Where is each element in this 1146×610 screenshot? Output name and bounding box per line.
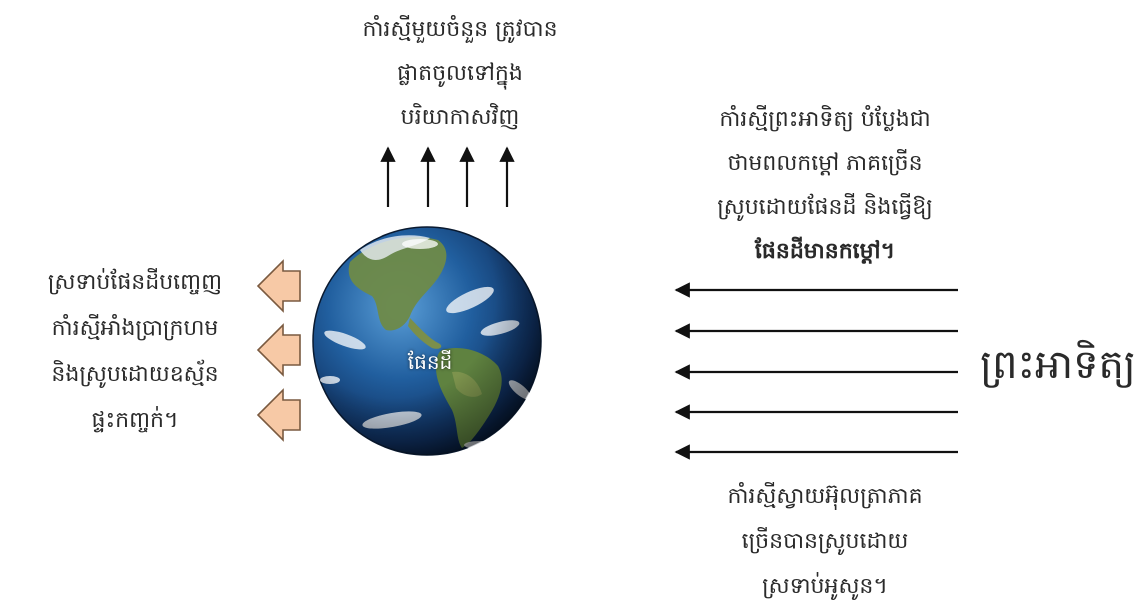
- top-text-line-3: បរិយាកាសវិញ: [400, 105, 520, 130]
- infrared-caption: ស្រទាប់ផែនដីបញ្ចេញ កាំរស្មីអាំងប្រាក្រហម…: [0, 260, 270, 444]
- reflected-rays-caption: កាំរស្មីមួយចំនួន ត្រូវបាន ផ្លាតចូលទៅក្នុ…: [300, 8, 620, 140]
- earth-globe: [312, 226, 542, 456]
- block-arrow-1: [256, 259, 301, 313]
- block-arrow-2: [256, 323, 301, 377]
- right-top-line-2: ថាមពលកម្ដៅ ភាគច្រើន: [727, 151, 923, 176]
- left-text-line-4: ផ្ទះកញ្ចក់។: [91, 408, 179, 433]
- right-top-line-3: ស្រូបដោយផែនដី និងធ្វើឱ្យ: [717, 195, 933, 220]
- reflected-ray-arrows: [380, 146, 515, 207]
- right-top-line-4: ផែនដីមានកម្ដៅ។: [754, 239, 896, 264]
- sun-ray-arrows: [674, 282, 958, 460]
- right-top-line-1: កាំរស្មីព្រះអាទិត្យ បំប្លែងជា: [719, 107, 931, 132]
- top-text-line-1: កាំរស្មីមួយចំនួន ត្រូវបាន: [362, 17, 558, 42]
- left-text-line-3: និងស្រូបដោយឧស្ម័ន: [51, 362, 219, 387]
- uv-ozone-caption: កាំរស្មីស្វាយអ៊ុលត្រាភាគ ច្រើនបានស្រូបដោ…: [660, 474, 990, 609]
- right-bottom-line-3: ស្រទាប់អូសូន។: [762, 574, 888, 599]
- left-text-line-2: កាំរស្មីអាំងប្រាក្រហម: [51, 316, 219, 341]
- right-bottom-line-1: កាំរស្មីស្វាយអ៊ុលត្រាភាគ: [727, 484, 923, 509]
- left-text-line-1: ស្រទាប់ផែនដីបញ្ចេញ: [47, 270, 223, 295]
- sun-label: ព្រះអាទិត្យ: [980, 342, 1136, 388]
- earth-label: ផែនដី: [407, 350, 453, 374]
- right-bottom-line-2: ច្រើនបានស្រូបដោយ: [741, 529, 909, 554]
- solar-absorption-caption: កាំរស្មីព្រះអាទិត្យ បំប្លែងជា ថាមពលកម្ដៅ…: [660, 98, 990, 274]
- block-arrow-3: [256, 388, 301, 442]
- top-text-line-2: ផ្លាតចូលទៅក្នុង: [397, 61, 523, 86]
- infrared-block-arrows: [256, 259, 301, 442]
